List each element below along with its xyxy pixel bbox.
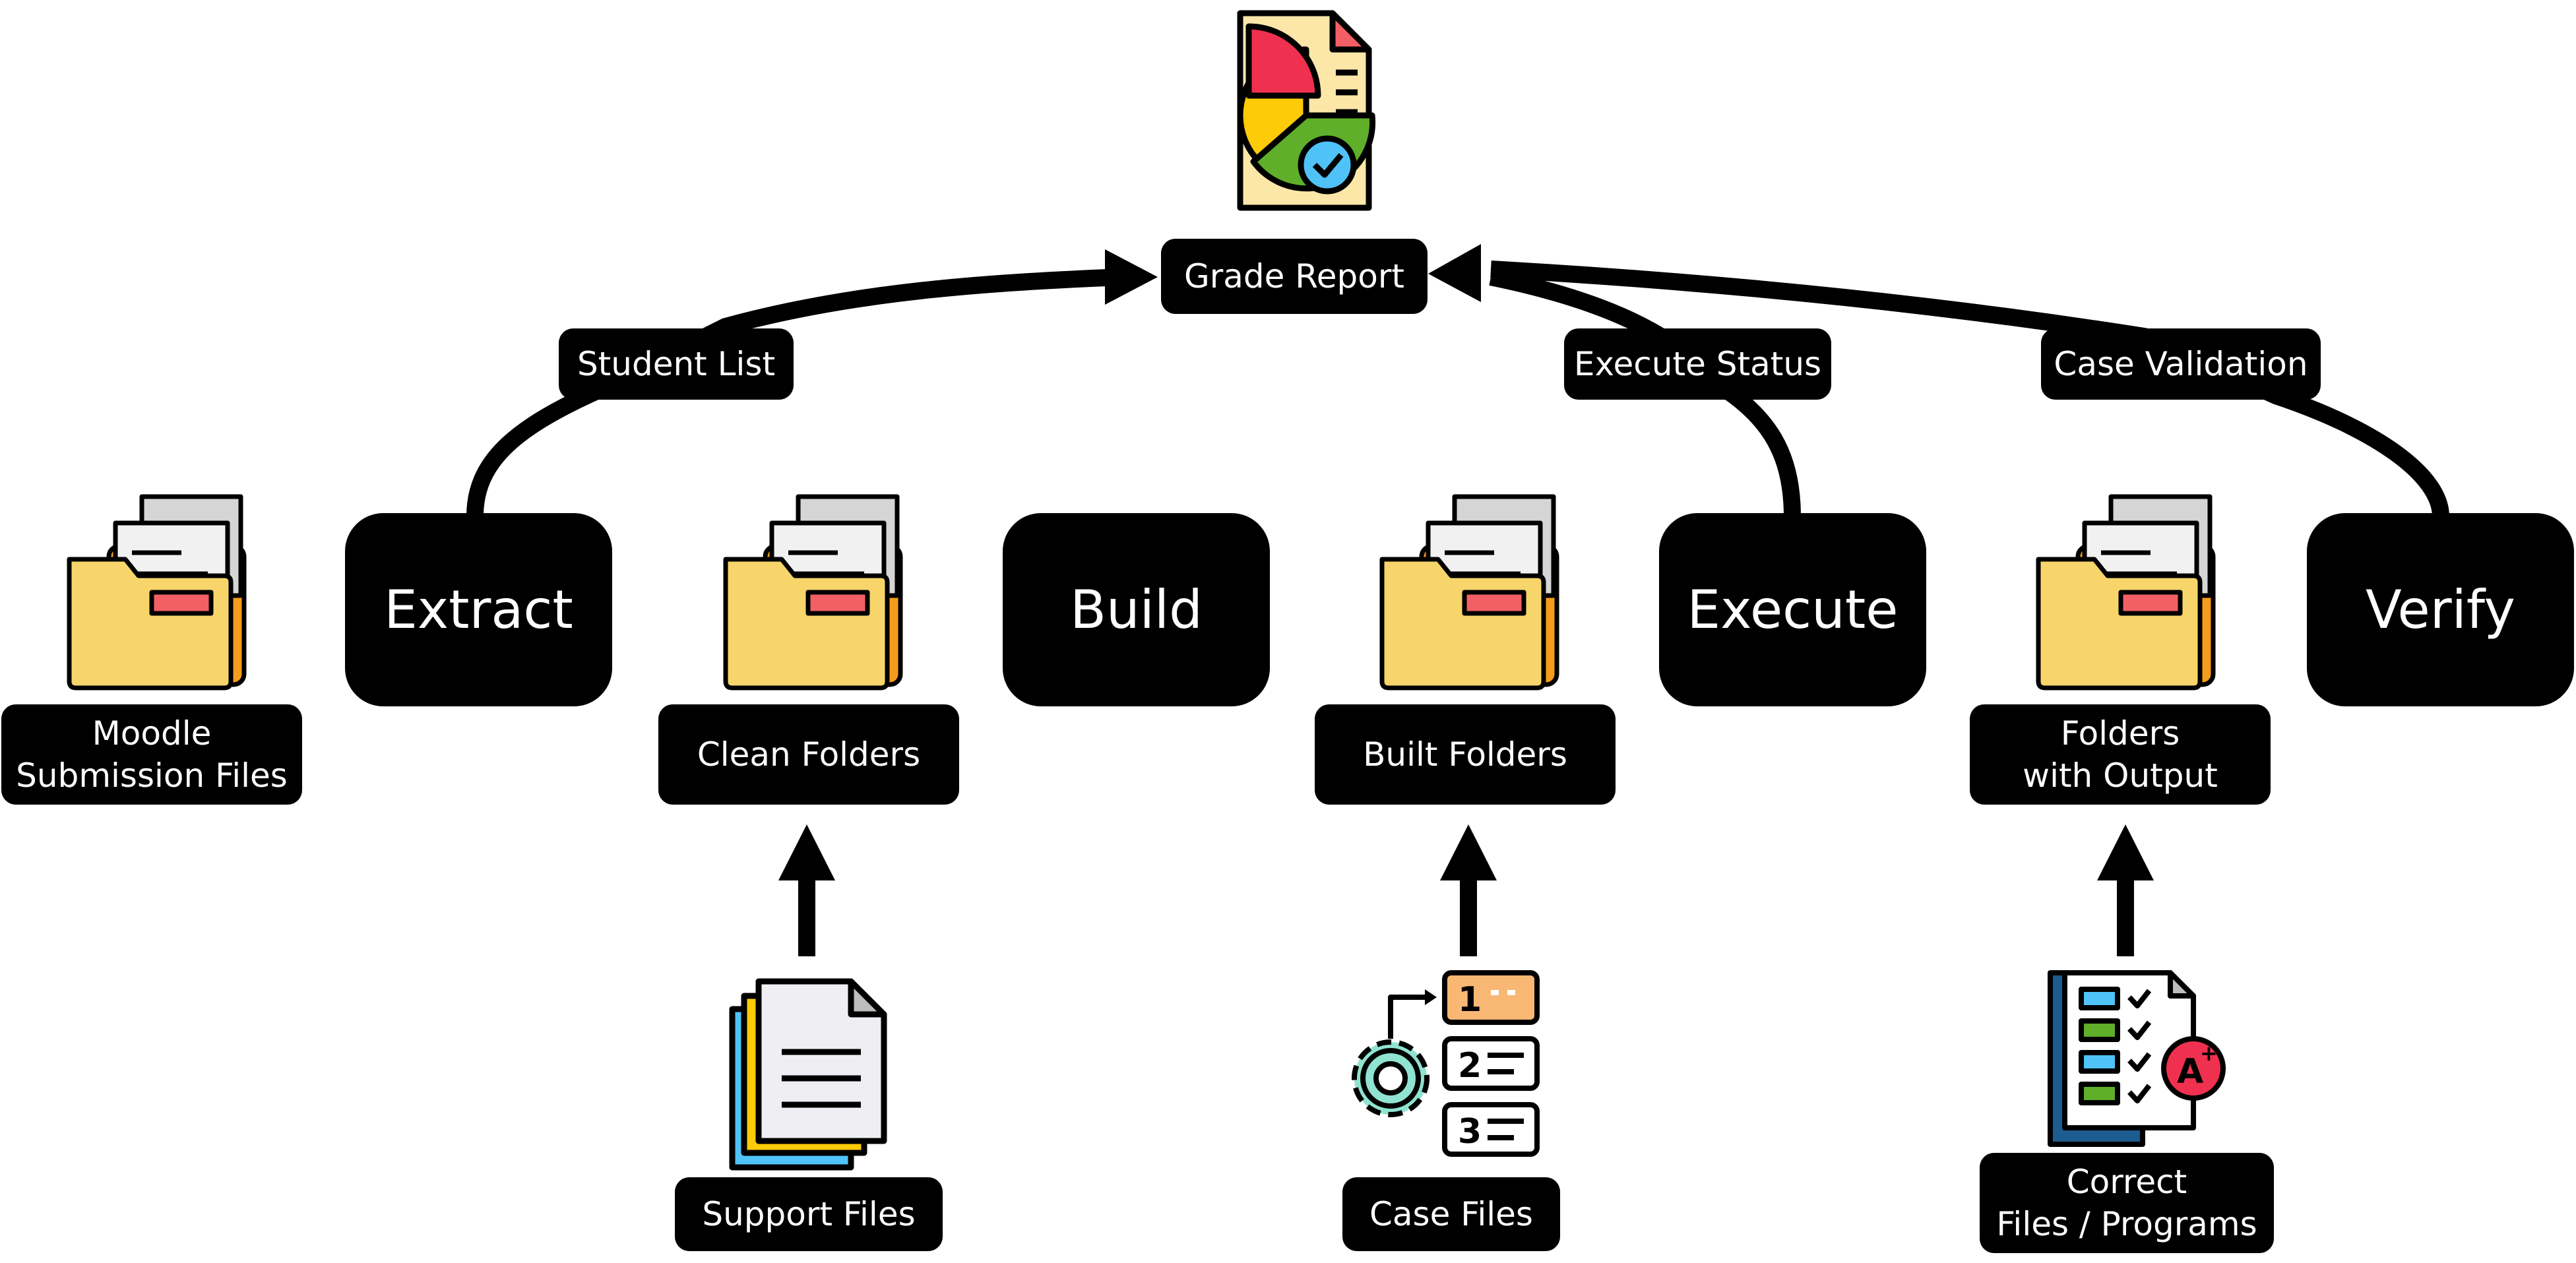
svg-text:3: 3 bbox=[1458, 1112, 1482, 1152]
verify-step: Verify bbox=[2307, 513, 2574, 706]
student-list-label: Student List bbox=[559, 328, 794, 400]
folder-icon-built bbox=[1382, 497, 1557, 688]
folders-with-output-label: Folders with Output bbox=[1970, 704, 2271, 805]
case-validation-label: Case Validation bbox=[2041, 328, 2321, 400]
edge-verify-to-report bbox=[1490, 261, 2449, 517]
arrowhead-right-into-report bbox=[1428, 244, 1481, 302]
moodle-submission-files-label: Moodle Submission Files bbox=[1, 704, 302, 805]
svg-text:+: + bbox=[2200, 1041, 2218, 1066]
edge-extract-to-report bbox=[466, 268, 1122, 517]
report-chart-icon bbox=[1237, 10, 1376, 211]
arrowhead-into-built bbox=[1440, 824, 1497, 880]
folder-icon-output bbox=[2038, 497, 2213, 688]
execute-step: Execute bbox=[1659, 513, 1926, 706]
clean-folders-label: Clean Folders bbox=[658, 704, 959, 805]
built-folders-label: Built Folders bbox=[1315, 704, 1616, 805]
folder-icon-clean bbox=[726, 497, 900, 688]
correct-files-programs-label: Correct Files / Programs bbox=[1980, 1153, 2274, 1253]
svg-text:1: 1 bbox=[1458, 980, 1482, 1020]
grade-sheet-icon: A + bbox=[2048, 970, 2226, 1147]
support-files-label: Support Files bbox=[675, 1177, 943, 1251]
build-step: Build bbox=[1003, 513, 1270, 706]
folder-icon-moodle bbox=[69, 497, 244, 688]
arrowhead-left-into-report bbox=[1105, 249, 1158, 305]
numbered-list-gear-icon: 1 2 3 bbox=[1352, 970, 1540, 1157]
svg-text:A: A bbox=[2177, 1052, 2203, 1092]
case-files-label: Case Files bbox=[1342, 1177, 1560, 1251]
grade-report-label: Grade Report bbox=[1161, 239, 1428, 314]
execute-status-label: Execute Status bbox=[1564, 328, 1831, 400]
document-stack-icon bbox=[729, 978, 887, 1171]
arrowhead-into-output bbox=[2097, 824, 2154, 880]
svg-text:2: 2 bbox=[1458, 1046, 1482, 1086]
arrowhead-into-clean bbox=[778, 824, 835, 880]
extract-step: Extract bbox=[345, 513, 612, 706]
